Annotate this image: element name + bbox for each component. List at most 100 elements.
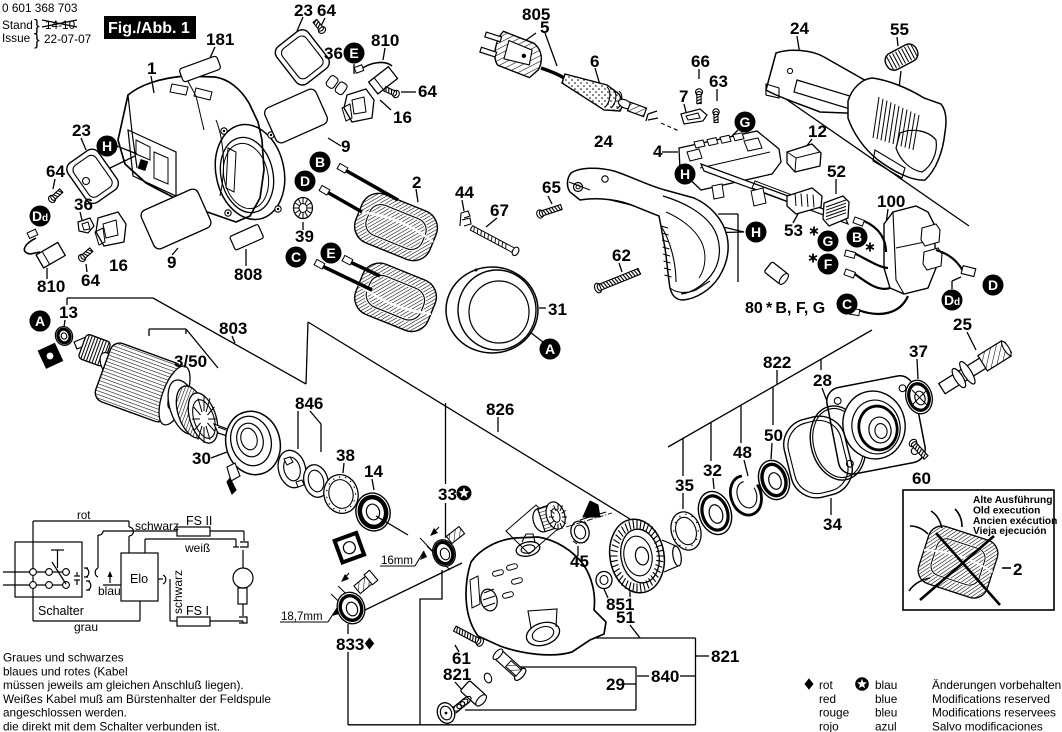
svg-text:d: d [954,297,960,308]
svg-text:Alte Ausführung: Alte Ausführung [973,495,1052,506]
svg-text:blaues und rotes (Kabel: blaues und rotes (Kabel [3,664,128,678]
svg-text:833: 833 [336,635,364,654]
svg-text:48: 48 [733,443,752,462]
svg-text:16mm: 16mm [381,555,413,567]
svg-text:A: A [545,341,555,357]
svg-text:Issue: Issue [2,31,31,45]
svg-text:23: 23 [72,121,91,140]
svg-text:G: G [823,233,834,249]
svg-text:Ancien exécution: Ancien exécution [973,516,1057,527]
svg-text:müssen jeweils am gleichen Ans: müssen jeweils am gleichen Anschluß lieg… [3,678,244,692]
svg-text:22-07-07: 22-07-07 [44,32,91,46]
svg-text:C: C [842,296,852,312]
svg-text:33: 33 [438,485,457,504]
svg-text:F: F [824,256,833,272]
svg-text:16: 16 [393,108,412,127]
svg-text:64: 64 [81,271,100,290]
svg-text:37: 37 [909,342,928,361]
svg-text:23: 23 [294,1,313,20]
svg-text:A: A [35,313,45,329]
svg-text:1: 1 [147,59,156,78]
svg-text:}: } [34,16,40,35]
svg-text:826: 826 [486,400,514,419]
svg-text:schwarz: schwarz [135,519,179,533]
svg-text:64: 64 [46,162,65,181]
svg-text:66: 66 [691,52,710,71]
svg-text:35: 35 [675,476,694,495]
svg-text:}: } [34,30,40,49]
svg-text:63: 63 [709,72,728,91]
svg-text:FS I: FS I [186,604,209,618]
svg-text:851: 851 [606,595,634,614]
svg-text:d: d [42,213,48,224]
svg-text:E: E [349,45,358,61]
svg-text:Modifications reserved: Modifications reserved [932,692,1050,706]
svg-text:9: 9 [167,253,176,272]
svg-text:Fig./Abb. 1: Fig./Abb. 1 [108,20,190,37]
svg-text:blue: blue [875,692,898,706]
svg-text:65: 65 [542,178,561,197]
svg-text:B: B [315,154,325,170]
svg-text:846: 846 [295,394,323,413]
svg-text:rot: rot [819,678,833,692]
svg-text:D: D [32,208,42,224]
svg-text:810: 810 [371,31,399,50]
svg-text:840: 840 [651,667,679,686]
svg-text:29: 29 [606,675,625,694]
svg-text:B: B [852,229,862,245]
svg-text:3/50: 3/50 [174,352,207,371]
svg-text:16: 16 [109,256,128,275]
svg-text:FS II: FS II [186,514,212,528]
svg-text:60: 60 [912,469,931,488]
svg-text:61: 61 [452,649,471,668]
svg-text:Vieja ejecución: Vieja ejecución [973,526,1046,537]
svg-text:810: 810 [37,277,65,296]
svg-text:4: 4 [653,142,663,161]
svg-text:181: 181 [206,30,234,49]
svg-text:805: 805 [522,5,550,24]
svg-text:25: 25 [953,315,972,334]
svg-text:14: 14 [364,462,383,481]
svg-text:2: 2 [412,173,421,192]
svg-text:30: 30 [192,449,211,468]
svg-text:die direkt mit dem Schalter ve: die direkt mit dem Schalter verbunden is… [3,719,220,732]
svg-text:808: 808 [234,265,262,284]
svg-text:H: H [102,138,112,154]
svg-text:36: 36 [324,44,343,63]
svg-text:53: 53 [784,221,803,240]
svg-text:C: C [291,249,301,265]
svg-text:D: D [988,277,998,293]
svg-text:100: 100 [877,192,905,211]
svg-text:grau: grau [74,620,98,634]
svg-text:9: 9 [341,137,350,156]
svg-text:schwarz: schwarz [171,570,185,614]
svg-text:7: 7 [679,87,688,106]
svg-text:Graues und schwarzes: Graues und schwarzes [3,651,124,665]
svg-text:rouge: rouge [819,706,850,720]
svg-text:Old execution: Old execution [973,505,1040,516]
svg-text:38: 38 [336,446,355,465]
svg-text:34: 34 [823,515,842,534]
svg-text:64: 64 [317,1,336,20]
svg-text:6: 6 [590,52,599,71]
svg-text:Salvo modificaciones: Salvo modificaciones [932,719,1043,732]
svg-text:32: 32 [703,461,722,480]
svg-text:D: D [944,292,954,308]
svg-text:18,7mm: 18,7mm [281,611,323,623]
svg-text:55: 55 [890,20,909,39]
svg-text:2: 2 [1013,560,1022,579]
svg-text:13: 13 [59,303,78,322]
svg-text:Weißes Kabel muß am Bürstenhal: Weißes Kabel muß am Bürstenhalter der Fe… [3,692,271,706]
svg-text:80 * B, F, G: 80 * B, F, G [745,300,825,317]
svg-text:821: 821 [443,665,471,684]
svg-text:31: 31 [548,300,567,319]
svg-text:67: 67 [490,201,509,220]
svg-text:H: H [751,224,761,240]
svg-text:D: D [300,173,310,189]
svg-text:weiß: weiß [184,541,210,555]
svg-text:822: 822 [763,353,791,372]
svg-text:rojo: rojo [819,719,839,732]
svg-text:39: 39 [295,227,314,246]
svg-text:28: 28 [813,371,832,390]
svg-text:H: H [680,166,690,182]
